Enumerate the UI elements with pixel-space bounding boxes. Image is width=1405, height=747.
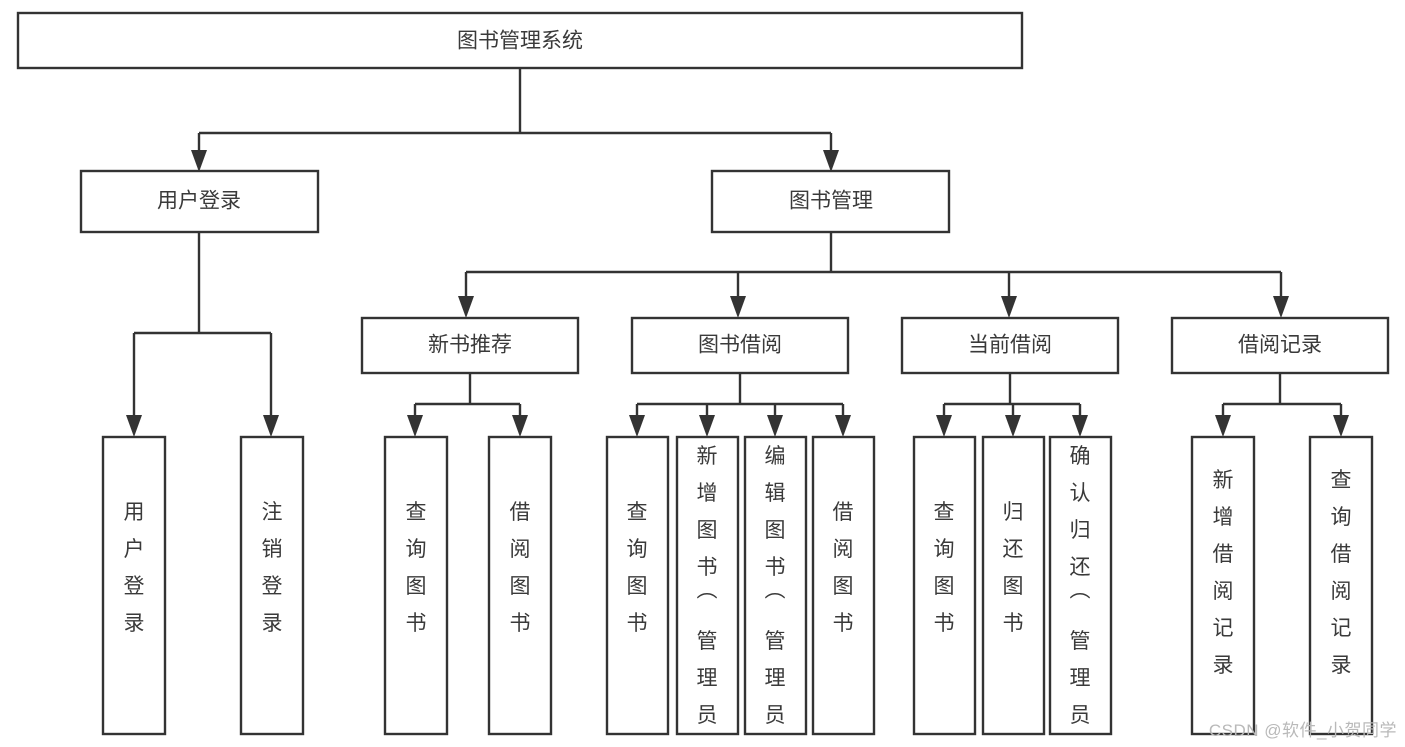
node-leaf-borrow-book-2[interactable]: 借阅图书 xyxy=(811,435,876,736)
node-leaf-confirm-return-box[interactable] xyxy=(1048,435,1113,736)
node-book-borrow[interactable]: 图书借阅 xyxy=(630,316,850,375)
node-user-login-box[interactable] xyxy=(79,169,320,234)
node-leaf-query-book-2-box[interactable] xyxy=(605,435,670,736)
connectors-current-to-leaves xyxy=(936,373,1088,437)
arrow-to-leaf-query-book-2 xyxy=(629,415,645,437)
node-current-borrow-box[interactable] xyxy=(900,316,1120,375)
node-user-login-label: 用户登录 xyxy=(157,190,241,213)
arrow-to-leaf-add-record xyxy=(1215,415,1231,437)
node-leaf-user-login[interactable]: 用户登录 xyxy=(101,435,167,736)
node-leaf-user-login-label: 用户登录 xyxy=(124,501,145,635)
node-leaf-add-book-box[interactable] xyxy=(675,435,740,736)
node-leaf-query-book-3-box[interactable] xyxy=(912,435,977,736)
node-leaf-add-record-box[interactable] xyxy=(1190,435,1256,736)
node-root[interactable]: 图书管理系统 xyxy=(16,11,1024,70)
node-root-box[interactable] xyxy=(16,11,1024,70)
csdn-watermark: CSDN @软件_小贺同学 xyxy=(1208,721,1397,740)
node-borrow-record-box[interactable] xyxy=(1170,316,1390,375)
node-leaf-add-record-label: 新增借阅记录 xyxy=(1213,469,1234,677)
node-leaf-query-record-box[interactable] xyxy=(1308,435,1374,736)
node-leaf-query-book-2[interactable]: 查询图书 xyxy=(605,435,670,736)
connectors-borrow-to-leaves xyxy=(629,373,851,437)
node-leaf-query-record[interactable]: 查询借阅记录 xyxy=(1308,435,1374,736)
arrow-to-leaf-borrow-book-2 xyxy=(835,415,851,437)
connectors-recommend-to-leaves xyxy=(407,373,528,437)
node-leaf-query-record-label: 查询借阅记录 xyxy=(1331,469,1352,677)
node-leaf-query-book-2-label: 查询图书 xyxy=(627,501,648,635)
arrow-to-leaf-confirm-return xyxy=(1072,415,1088,437)
node-leaf-query-book-3[interactable]: 查询图书 xyxy=(912,435,977,736)
node-root-label: 图书管理系统 xyxy=(457,30,583,53)
node-leaf-confirm-return-label: 确认归还⌒管理员⌣ xyxy=(1070,445,1091,747)
node-new-book-recommend-box[interactable] xyxy=(360,316,580,375)
node-book-management-box[interactable] xyxy=(710,169,951,234)
arrow-to-book-management xyxy=(823,150,839,172)
node-leaf-edit-book[interactable]: 编辑图书⌒管理员⌣ xyxy=(743,435,808,747)
node-leaf-borrow-book-1[interactable]: 借阅图书 xyxy=(487,435,553,736)
node-leaf-borrow-book-2-label: 借阅图书 xyxy=(833,501,854,635)
arrow-to-leaf-edit-book xyxy=(767,415,783,437)
node-leaf-user-logout[interactable]: 注销登录 xyxy=(239,435,305,736)
node-leaf-borrow-book-2-box[interactable] xyxy=(811,435,876,736)
node-book-borrow-label: 图书借阅 xyxy=(698,334,782,357)
arrow-to-leaf-query-record xyxy=(1333,415,1349,437)
arrow-to-user-login xyxy=(191,150,207,172)
node-leaf-confirm-return[interactable]: 确认归还⌒管理员⌣ xyxy=(1048,435,1113,747)
node-book-management[interactable]: 图书管理 xyxy=(710,169,951,234)
node-new-book-recommend[interactable]: 新书推荐 xyxy=(360,316,580,375)
node-leaf-add-book-label: 新增图书⌒管理员⌣ xyxy=(697,445,718,747)
arrow-to-leaf-user-logout xyxy=(263,415,279,437)
node-leaf-add-book[interactable]: 新增图书⌒管理员⌣ xyxy=(675,435,740,747)
arrow-to-leaf-query-book-1 xyxy=(407,415,423,437)
node-book-management-label: 图书管理 xyxy=(789,190,873,213)
arrow-to-record xyxy=(1273,296,1289,318)
arrow-to-borrow xyxy=(730,296,746,318)
node-leaf-borrow-book-1-box[interactable] xyxy=(487,435,553,736)
node-borrow-record-label: 借阅记录 xyxy=(1238,334,1322,357)
node-leaf-user-login-box[interactable] xyxy=(101,435,167,736)
arrow-to-leaf-borrow-book-1 xyxy=(512,415,528,437)
node-leaf-return-book-label: 归还图书 xyxy=(1003,501,1024,635)
arrow-to-current xyxy=(1001,296,1017,318)
node-book-borrow-box[interactable] xyxy=(630,316,850,375)
node-leaf-edit-book-label: 编辑图书⌒管理员⌣ xyxy=(765,445,786,747)
node-current-borrow[interactable]: 当前借阅 xyxy=(900,316,1120,375)
node-leaf-add-record[interactable]: 新增借阅记录 xyxy=(1190,435,1256,736)
arrow-to-leaf-return-book xyxy=(1005,415,1021,437)
node-leaf-query-book-1[interactable]: 查询图书 xyxy=(383,435,449,736)
node-leaf-return-book[interactable]: 归还图书 xyxy=(981,435,1046,736)
arrow-to-leaf-add-book xyxy=(699,415,715,437)
node-current-borrow-label: 当前借阅 xyxy=(968,334,1052,357)
node-user-login[interactable]: 用户登录 xyxy=(79,169,320,234)
arrow-to-recommend xyxy=(458,296,474,318)
connectors-root-to-level2 xyxy=(191,68,839,172)
arrow-to-leaf-user-login xyxy=(126,415,142,437)
node-borrow-record[interactable]: 借阅记录 xyxy=(1170,316,1390,375)
node-leaf-edit-book-box[interactable] xyxy=(743,435,808,736)
connectors-user-login-to-leaves xyxy=(126,232,279,437)
node-leaf-query-book-3-label: 查询图书 xyxy=(934,501,955,635)
connectors-record-to-leaves xyxy=(1215,373,1349,437)
node-leaf-borrow-book-1-label: 借阅图书 xyxy=(510,501,531,635)
arrow-to-leaf-query-book-3 xyxy=(936,415,952,437)
node-leaf-user-logout-box[interactable] xyxy=(239,435,305,736)
node-leaf-query-book-1-box[interactable] xyxy=(383,435,449,736)
node-new-book-recommend-label: 新书推荐 xyxy=(428,334,512,357)
node-leaf-query-book-1-label: 查询图书 xyxy=(406,501,427,635)
node-leaf-user-logout-label: 注销登录 xyxy=(262,501,283,635)
node-leaf-return-book-box[interactable] xyxy=(981,435,1046,736)
connectors-book-management-to-level3 xyxy=(458,232,1289,318)
